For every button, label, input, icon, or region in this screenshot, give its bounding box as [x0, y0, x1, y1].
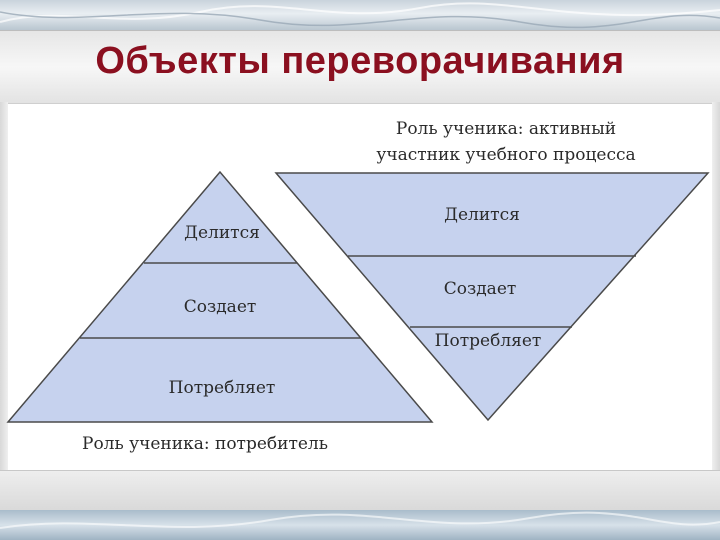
top-decorative-banner [0, 0, 720, 30]
banner-ornament-icon [0, 2, 720, 29]
right-frame [712, 102, 720, 470]
banner-ornament-icon [0, 511, 720, 529]
title-band [0, 30, 720, 104]
right-level-top-label: Делится [444, 205, 520, 225]
right-level-bottom-label: Потребляет [435, 331, 542, 351]
left-level-top-label: Делится [184, 223, 260, 243]
slide-title: Объекты переворачивания [95, 40, 625, 82]
left-level-bottom-label: Потребляет [169, 378, 276, 398]
left-frame [0, 102, 8, 470]
right-pyramid: Делится Создает Потребляет [274, 172, 710, 422]
left-level-middle-label: Создает [184, 297, 257, 317]
right-level-middle-label: Создает [444, 279, 517, 299]
right-pyramid-caption-line2: участник учебного процесса [376, 145, 635, 165]
left-pyramid-caption: Роль ученика: потребитель [82, 434, 328, 454]
left-pyramid: Делится Создает Потребляет [6, 170, 434, 423]
bottom-strip [0, 470, 720, 511]
bottom-decorative-banner [0, 510, 720, 540]
right-pyramid-caption-line1: Роль ученика: активный [396, 119, 616, 139]
